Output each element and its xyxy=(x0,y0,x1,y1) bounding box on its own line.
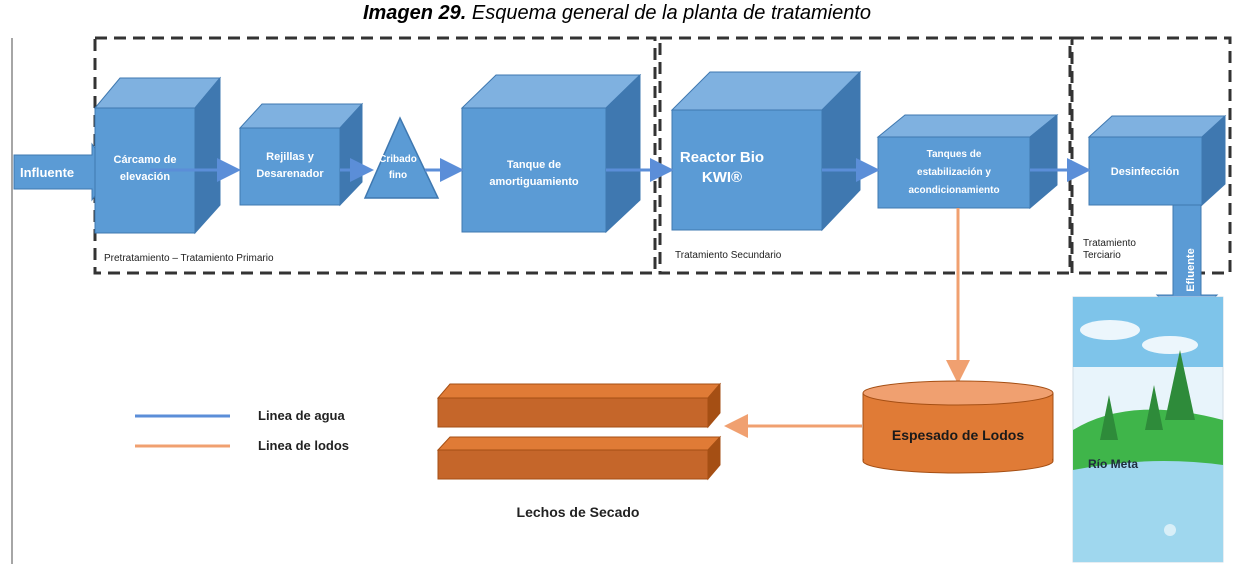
cribado-triangle: Cribado fino xyxy=(363,116,440,199)
legend: Linea de agua Linea de lodos xyxy=(135,408,349,453)
tanque-amortiguamiento-cube: Tanque de amortiguamiento xyxy=(460,73,642,234)
sludge-flow-lines xyxy=(724,208,970,438)
stage-label-tertiary-2: Terciario xyxy=(1083,250,1121,261)
reactor-label-1: Reactor Bio xyxy=(680,149,764,166)
desinfeccion-label: Desinfección xyxy=(1111,166,1180,178)
carcamo-label-2: elevación xyxy=(120,171,170,183)
stage-label-tertiary-1: Tratamiento xyxy=(1083,238,1136,249)
caption-text: Esquema general de la planta de tratamie… xyxy=(466,2,872,24)
stage-label-secondary: Tratamiento Secundario xyxy=(675,250,782,261)
rejillas-label-2: Desarenador xyxy=(256,168,324,180)
estabilizacion-cube: Tanques de estabilización y acondicionam… xyxy=(876,113,1059,210)
lechos-bed-top xyxy=(436,382,722,429)
espesado-cylinder: Espesado de Lodos xyxy=(862,380,1054,474)
desinfeccion-cube: Desinfección xyxy=(1087,114,1227,207)
tertiary-stage-box xyxy=(1070,36,1232,275)
rio-meta-image: Río Meta xyxy=(1072,296,1224,563)
reactor-label-2: KWI® xyxy=(702,169,742,186)
caption-number: Imagen 29. xyxy=(362,2,467,24)
efluente-label: Efluente xyxy=(1185,248,1197,291)
estab-label-1: Tanques de xyxy=(927,149,982,160)
legend-water-label: Linea de agua xyxy=(258,408,345,423)
figure-caption: Imagen 29. Esquema general de la planta … xyxy=(0,2,1234,25)
legend-sludge-label: Linea de lodos xyxy=(258,438,349,453)
carcamo-label-1: Cárcamo de xyxy=(114,154,177,166)
espesado-label: Espesado de Lodos xyxy=(892,427,1024,443)
estab-label-2: estabilización y xyxy=(917,167,991,178)
lechos-label: Lechos de Secado xyxy=(517,504,640,520)
rio-meta-label: Río Meta xyxy=(1088,457,1138,471)
reactor-cube: Reactor Bio KWI® xyxy=(670,70,862,232)
rejillas-cube: Rejillas y Desarenador xyxy=(238,102,364,207)
influent-label: Influente xyxy=(20,165,74,180)
influent-arrow: Influente xyxy=(13,142,113,202)
carcamo-cube: Cárcamo de elevación xyxy=(93,76,222,235)
rejillas-label-1: Rejillas y xyxy=(266,151,315,163)
lechos-bed-bottom xyxy=(436,435,722,481)
tanque-label-2: amortiguamiento xyxy=(489,176,579,188)
cribado-label-2: fino xyxy=(389,170,407,181)
tanque-label-1: Tanque de xyxy=(507,159,561,171)
cribado-label-1: Cribado xyxy=(379,154,417,165)
estab-label-3: acondicionamiento xyxy=(908,185,999,196)
stage-label-primary: Pretratamiento – Tratamiento Primario xyxy=(104,253,274,264)
